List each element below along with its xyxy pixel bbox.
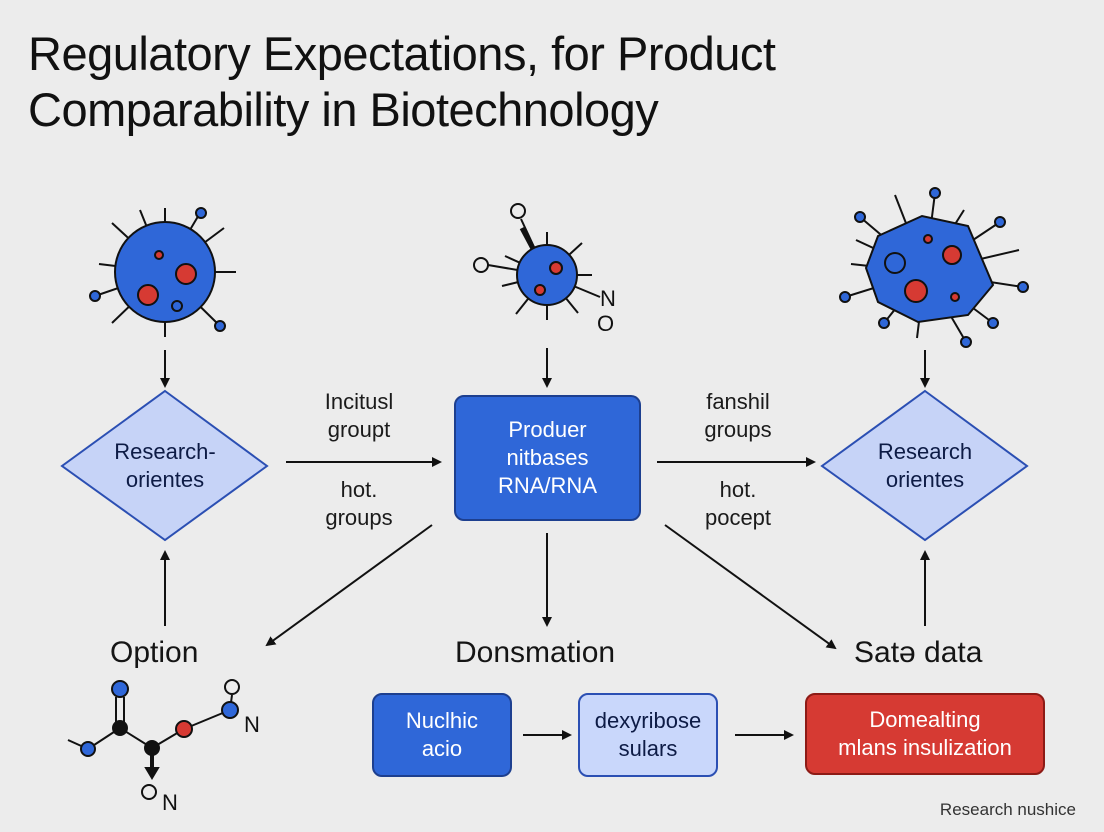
edge-label-right-bottom-line-1: hot. bbox=[719, 477, 757, 502]
footer-credit: Research nushice bbox=[939, 800, 1076, 819]
edge-label-right-top: fanshil groups bbox=[678, 388, 798, 444]
center-box-line-3: RNA/RNA bbox=[497, 473, 597, 498]
connector-arrows bbox=[160, 348, 930, 740]
dominating-box[interactable]: Domealting mlans insulization bbox=[805, 693, 1045, 775]
dominating-box-line-2: mlans insulization bbox=[838, 735, 1012, 760]
right-diamond-label-line-2: orientes bbox=[885, 467, 965, 492]
center-molecule-o-label: O bbox=[597, 311, 615, 336]
donsmation-heading: Donsmation bbox=[455, 636, 616, 669]
page-title: Regulatory Expectations, for Product Com… bbox=[28, 26, 1068, 138]
center-virus-icon bbox=[473, 203, 601, 320]
edge-label-left-bottom: hot. groups bbox=[300, 476, 418, 532]
right-diamond-label-line-1: Research bbox=[877, 439, 973, 464]
center-box-line-2: nitbases bbox=[506, 445, 589, 470]
option-molecule-icon bbox=[67, 679, 240, 800]
safe-data-heading: Satə data bbox=[854, 636, 983, 669]
title-line-2: Comparability in Biotechnology bbox=[28, 83, 659, 136]
right-virus-icon bbox=[839, 187, 1029, 348]
title-line-1: Regulatory Expectations, for Product bbox=[28, 27, 776, 80]
nucleic-acid-box[interactable]: Nuclhic acio bbox=[372, 693, 512, 777]
option-molecule-n-bottom-label: N bbox=[162, 790, 178, 815]
nucleic-box-line-2: acio bbox=[421, 736, 463, 761]
left-virus-icon bbox=[89, 207, 236, 337]
option-molecule-n-right-label: N bbox=[244, 712, 260, 737]
left-diamond-label-line-2: orientes bbox=[125, 467, 205, 492]
edge-label-left-bottom-line-2: groups bbox=[325, 505, 393, 530]
edge-label-right-top-line-2: groups bbox=[704, 417, 772, 442]
left-diamond-node[interactable]: Research- orientes bbox=[80, 436, 250, 496]
arrow-box-to-safe-data bbox=[664, 524, 837, 650]
edge-label-left-top-line-2: groupt bbox=[327, 417, 391, 442]
edge-label-right-bottom: hot. pocept bbox=[678, 476, 798, 532]
left-diamond-shape bbox=[60, 389, 269, 542]
option-heading: Option bbox=[110, 636, 199, 669]
nucleic-box-line-1: Nuclhic bbox=[405, 708, 479, 733]
deoxyribose-box-line-1: dexyribose bbox=[594, 708, 702, 733]
right-diamond-node[interactable]: Research orientes bbox=[840, 436, 1010, 496]
center-molecule-n-label: N bbox=[600, 286, 616, 311]
left-diamond-label-line-1: Research- bbox=[114, 439, 216, 464]
edge-label-right-bottom-line-2: pocept bbox=[704, 505, 772, 530]
edge-label-left-bottom-line-1: hot. bbox=[340, 477, 378, 502]
deoxyribose-box-line-2: sulars bbox=[618, 736, 678, 761]
edge-label-left-top-line-1: Incitusl bbox=[324, 389, 394, 414]
arrow-box-to-option bbox=[265, 524, 433, 647]
center-product-box[interactable]: Produer nitbases RNA/RNA bbox=[454, 395, 641, 521]
right-diamond-shape bbox=[820, 389, 1029, 542]
center-box-line-1: Produer bbox=[508, 417, 587, 442]
dominating-box-line-1: Domealting bbox=[869, 707, 981, 732]
edge-label-right-top-line-1: fanshil bbox=[706, 389, 770, 414]
deoxyribose-box[interactable]: dexyribose sulars bbox=[578, 693, 718, 777]
edge-label-left-top: Incitusl groupt bbox=[300, 388, 418, 444]
